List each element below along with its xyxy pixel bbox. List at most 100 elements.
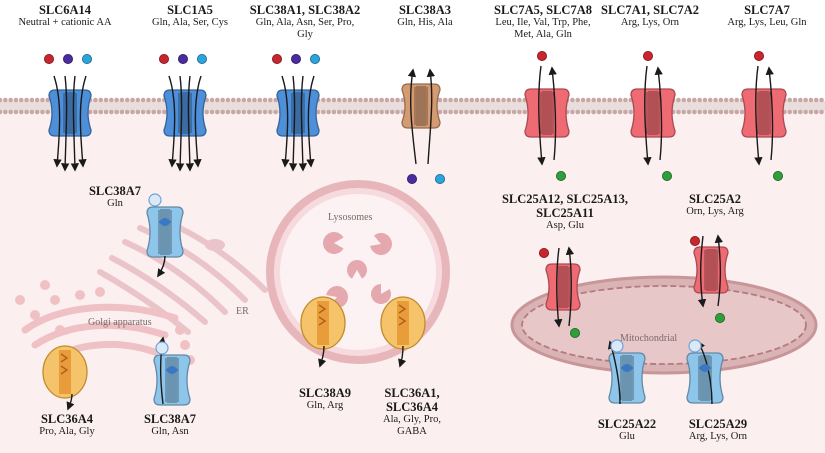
golgi-vesicle-1 (30, 310, 40, 320)
transport-arrow (70, 75, 80, 172)
substrate-text: Gln, Ala, Asn, Ser, Pro, (255, 17, 355, 28)
channel-pore (180, 92, 190, 134)
transporter-slc38a1-slc38a2 (276, 75, 320, 172)
substrate-text: Gln, His, Ala (397, 17, 453, 28)
transport-arrow (185, 75, 195, 172)
transport-arrow (78, 75, 87, 168)
transport-arrow (654, 66, 663, 161)
transport-arrow (157, 255, 166, 278)
substrate-text: Pro, Ala, Gly (39, 426, 95, 437)
transport-arrow (288, 75, 298, 172)
substrate-cap (148, 193, 162, 207)
channel-pore (167, 357, 177, 403)
transporter-slc36a1-slc36a4 (380, 296, 426, 368)
lysosome-enzyme-4 (326, 286, 348, 309)
substrate-text: Orn, Lys, Arg (686, 206, 744, 217)
substrate-text: Arg, Lys, Orn (620, 17, 680, 28)
transport-arrow (306, 75, 315, 168)
transport-arrow (53, 75, 62, 168)
substrate-text: GABA (397, 425, 427, 437)
transporter-slc38a7-top (146, 206, 184, 278)
channel-pore (542, 91, 552, 135)
pore-detail (318, 304, 327, 326)
label-slc38a7-golgi-bottom: SLC38A7 Gln, Asn (125, 412, 215, 438)
amino-acid-green (773, 170, 784, 181)
transport-arrow (565, 246, 575, 327)
transport-arrow (697, 235, 707, 308)
label-slc7a1-slc7a2: SLC7A1, SLC7A2 Arg, Lys, Orn (595, 3, 705, 29)
substrate-text: Ala, Gly, Pro, (383, 414, 441, 425)
amino-acid-red (690, 235, 701, 246)
transport-arrow (643, 65, 652, 166)
transport-arrow (168, 75, 177, 168)
channel-pore (648, 91, 658, 135)
substrate-text: Arg, Lys, Orn (688, 431, 748, 442)
transporter-name: SLC1A5 (167, 3, 213, 17)
transport-arrow (175, 75, 185, 172)
er-cisterna-2 (122, 239, 228, 315)
golgi-cisterna-0 (21, 303, 179, 334)
pore-detail (398, 304, 407, 326)
label-slc36a4-golgi: SLC36A4 Pro, Ala, Gly (22, 412, 112, 438)
amino-acid-red (537, 51, 548, 62)
transporter-name: SLC6A14 (38, 3, 92, 17)
amino-acid-green (570, 327, 581, 338)
transport-arrow (714, 234, 724, 307)
transporter-name: SLC7A7 (744, 3, 790, 17)
substrate-cap (688, 339, 702, 353)
label-slc38a7-golgi-top: SLC38A7 Gln (70, 184, 160, 210)
mito-inner-membrane (521, 285, 807, 365)
amino-acid-red (44, 54, 55, 65)
transport-arrow (537, 65, 546, 166)
amino-acid-green (662, 170, 673, 181)
amino-acid-purple (406, 173, 417, 184)
substrate-text: Asp, Glu (546, 220, 584, 231)
transport-arrow (298, 75, 308, 172)
transport-arrow (754, 65, 763, 166)
label-slc38a9: SLC38A9 Gln, Arg (280, 386, 370, 412)
transporter-name: SLC25A22 (597, 417, 657, 431)
label-slc25a12-13-11: SLC25A12, SLC25A13, SLC25A11 Asp, Glu (490, 192, 640, 232)
amino-acid-purple (290, 54, 301, 65)
golgi-vesicle-4 (95, 287, 105, 297)
label-slc6a14: SLC6A14 Neutral + cationic AA (5, 3, 125, 29)
golgi-vesicle-2 (50, 295, 60, 305)
transporter-name: SLC38A7 (143, 412, 197, 426)
amino-acid-cyan (196, 54, 207, 65)
binding-site (159, 218, 171, 226)
substrate-text: Gln, Ala, Ser, Cys (152, 17, 228, 28)
substrate-text: Neutral + cationic AA (18, 17, 112, 28)
substrate-text: Arg, Lys, Leu, Gln (727, 17, 807, 28)
transporter-slc38a7-bottom (153, 336, 191, 406)
transporter-slc25a2 (693, 234, 729, 308)
transporter-name: SLC7A1, SLC7A2 (601, 3, 699, 17)
substrate-text: Gln, Asn (151, 426, 189, 437)
golgi-apparatus (15, 280, 195, 377)
channel-pore (759, 91, 769, 135)
transport-arrow (193, 75, 202, 168)
channel-pore (293, 92, 303, 134)
amino-acid-red (539, 247, 550, 258)
substrate-cap (610, 339, 624, 353)
label-slc7a7: SLC7A7 Arg, Lys, Leu, Gln (712, 3, 822, 29)
pore-detail (60, 353, 69, 375)
amino-acid-red (643, 51, 654, 62)
er-vesicle (205, 239, 225, 251)
mitochondrial-label: Mitochondrial (620, 333, 678, 344)
transport-arrow (318, 345, 327, 368)
golgi-vesicle-6 (180, 340, 190, 350)
amino-acid-red (754, 51, 765, 62)
substrate-text: Met, Ala, Gln (514, 28, 572, 40)
mitochondrion (510, 275, 818, 375)
label-slc38a3: SLC38A3 Gln, His, Ala (375, 3, 475, 29)
transporter-slc7a1-slc7a2 (630, 65, 676, 166)
transporter-slc6a14 (48, 75, 92, 172)
transporter-name: SLC25A12, SLC25A13, (501, 192, 629, 206)
transporter-name: SLC38A3 (398, 3, 452, 17)
transporter-name: SLC38A7 (88, 184, 142, 198)
transporter-name: SLC36A1, (384, 386, 440, 400)
transporter-name: SLC38A1, SLC38A2 (249, 3, 361, 17)
channel-pore (700, 355, 710, 401)
